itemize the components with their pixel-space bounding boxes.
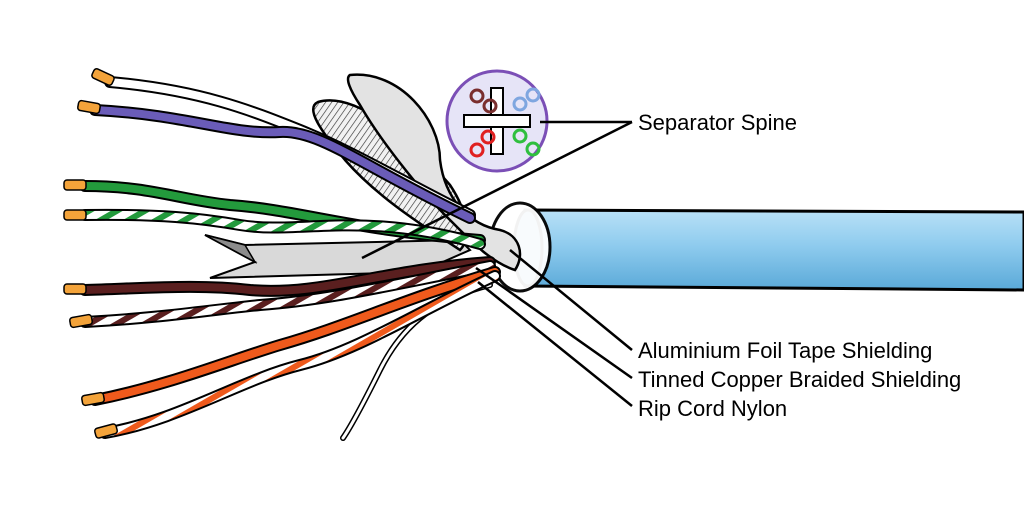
- copper-conductor-tip-icon: [63, 68, 118, 439]
- wire-pairs: [79, 76, 501, 439]
- label-tinned-copper: Tinned Copper Braided Shielding: [638, 367, 962, 392]
- foil-shield: [346, 73, 522, 272]
- rip-cord: [340, 282, 493, 441]
- leader-lines: [361, 120, 633, 407]
- label-aluminium-foil: Aluminium Foil Tape Shielding: [638, 338, 933, 363]
- cable-jacket: [488, 201, 1024, 293]
- label-rip-cord: Rip Cord Nylon: [638, 396, 788, 421]
- cable-cross-section-icon: [445, 69, 549, 173]
- label-separator-spine: Separator Spine: [638, 110, 797, 135]
